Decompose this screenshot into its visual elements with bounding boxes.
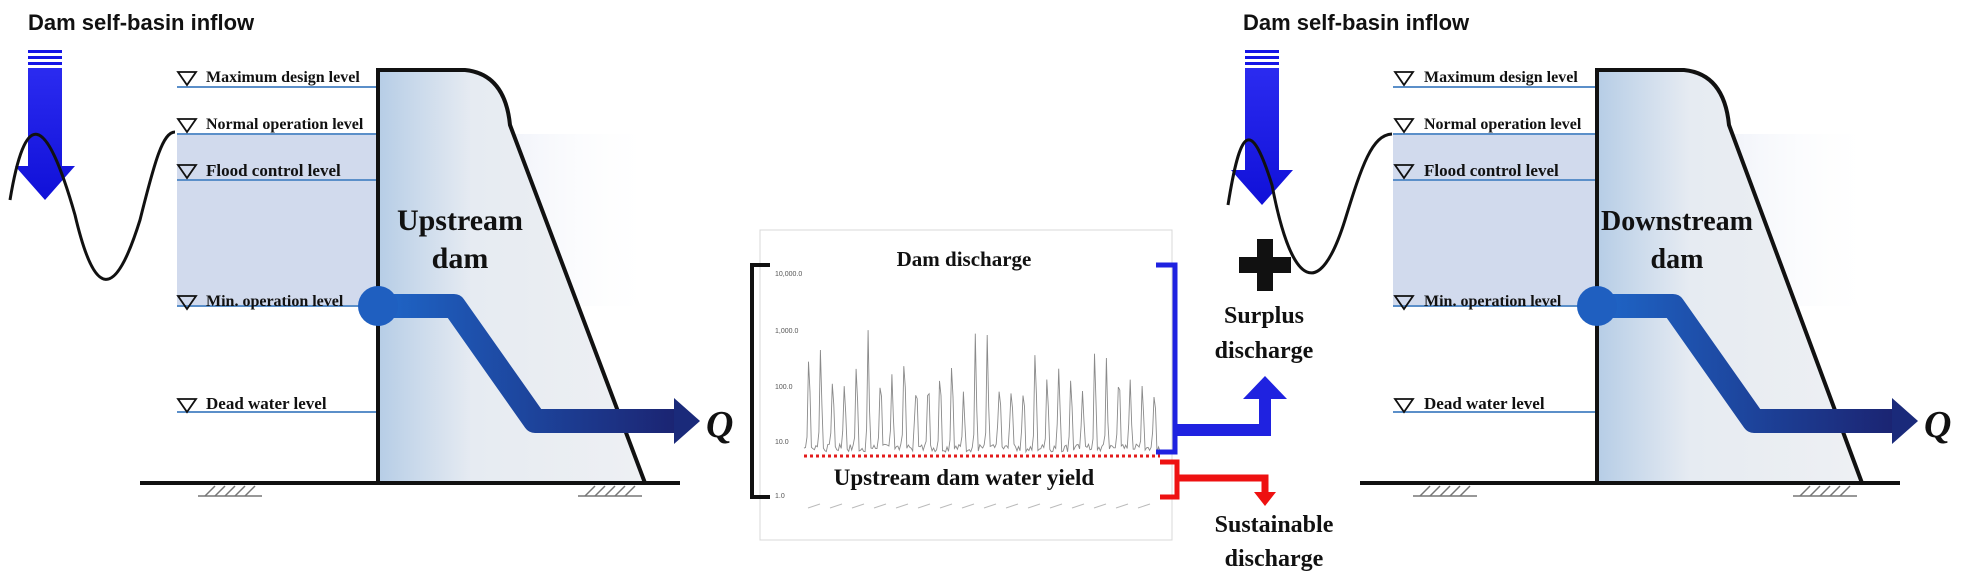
- x-tick-mark: [851, 503, 865, 509]
- sustainable-arrow-icon: [1254, 492, 1276, 506]
- downstream-dam-body: [1595, 68, 1865, 485]
- discharge-series-line: [803, 330, 1161, 454]
- x-tick-mark: [1027, 503, 1041, 509]
- level-markers-downstream: [1393, 71, 1415, 414]
- sustainable-flow: Sustainable discharge: [1160, 459, 1334, 572]
- x-tick-mark: [895, 503, 909, 509]
- outflow-q-label: Q: [706, 404, 733, 446]
- upstream-dam-label-line2: dam: [432, 242, 489, 275]
- triangle-marker-icon: [1393, 71, 1415, 87]
- x-tick-mark: [873, 503, 887, 509]
- outflow-q-label-downstream: Q: [1924, 404, 1951, 446]
- level-label-max-design-downstream: Maximum design level: [1424, 69, 1578, 86]
- surplus-label-line2: discharge: [1215, 338, 1314, 364]
- discharge-chart: Dam discharge 10,000.0 1,000.0 100.0 10.…: [750, 229, 1173, 541]
- outflow-arrowhead-icon: [674, 398, 700, 444]
- downstream-dam-label-line1: Downstream: [1601, 206, 1753, 237]
- level-label-normal-operation: Normal operation level: [206, 116, 364, 133]
- sustainable-label-line2: discharge: [1225, 546, 1324, 572]
- x-tick-mark: [939, 503, 953, 509]
- sustainable-arrow-line: [1177, 474, 1269, 494]
- x-tick-mark: [983, 503, 997, 509]
- outlet-pipe: [378, 294, 676, 433]
- level-label-min-operation: Min. operation level: [206, 293, 344, 310]
- triangle-marker-icon: [176, 118, 198, 134]
- upstream-dam-panel: Dam self-basin inflow Maximum design lev…: [8, 10, 733, 497]
- x-tick-mark: [1005, 503, 1019, 509]
- intake-icon: [358, 286, 398, 326]
- upstream-dam-label-line1: Upstream: [397, 204, 523, 237]
- surplus-label-line1: Surplus: [1224, 303, 1304, 329]
- surplus-flow: Surplus discharge: [1156, 262, 1314, 455]
- outflow-arrowhead-downstream-icon: [1892, 398, 1918, 444]
- x-tick-mark: [917, 503, 931, 509]
- y-tick-label: 10.0: [775, 439, 789, 446]
- y-tick-label: 1.0: [775, 493, 785, 500]
- x-tick-mark: [1137, 503, 1151, 509]
- water-yield-label: Upstream dam water yield: [834, 465, 1095, 490]
- x-tick-mark: [829, 503, 843, 509]
- ground-hatch-left-downstream: [1413, 485, 1477, 497]
- triangle-marker-icon: [176, 295, 198, 311]
- plus-icon: [1239, 239, 1291, 291]
- inflow-label: Dam self-basin inflow: [28, 10, 255, 35]
- level-markers: [176, 71, 198, 414]
- chart-title: Dam discharge: [897, 247, 1032, 271]
- ground-hatch-right: [578, 485, 642, 497]
- chart-frame: [759, 229, 1173, 541]
- surplus-bracket: [1156, 262, 1178, 455]
- level-label-max-design: Maximum design level: [206, 69, 360, 86]
- surplus-arrow-icon: [1243, 376, 1287, 399]
- outlet-pipe-downstream: [1597, 294, 1894, 433]
- downstream-dam-panel: Dam self-basin inflow Maximum design l: [1226, 10, 1951, 497]
- total-range-bracket: [750, 263, 770, 499]
- triangle-marker-icon: [1393, 398, 1415, 414]
- inflow-arrow-icon: [15, 50, 75, 200]
- level-label-normal-operation-downstream: Normal operation level: [1424, 116, 1582, 133]
- triangle-marker-icon: [176, 71, 198, 87]
- triangle-marker-icon: [1393, 118, 1415, 134]
- downstream-dam-label-line2: dam: [1651, 244, 1704, 275]
- inflow-label-downstream: Dam self-basin inflow: [1243, 10, 1470, 35]
- level-label-dead-water-downstream: Dead water level: [1424, 394, 1545, 413]
- y-tick-label: 1,000.0: [775, 328, 798, 335]
- level-label-flood-control-downstream: Flood control level: [1424, 161, 1559, 180]
- level-label-dead-water: Dead water level: [206, 394, 327, 413]
- x-tick-mark: [1071, 503, 1085, 509]
- triangle-marker-icon: [1393, 295, 1415, 311]
- surplus-arrow-line: [1175, 397, 1271, 436]
- y-axis-ticks: 10,000.0 1,000.0 100.0 10.0 1.0: [775, 271, 802, 500]
- reservoir-water: [177, 134, 377, 306]
- ground-hatch-left: [198, 485, 262, 497]
- level-label-min-operation-downstream: Min. operation level: [1424, 293, 1562, 310]
- triangle-marker-icon: [176, 164, 198, 180]
- intake-downstream-icon: [1577, 286, 1617, 326]
- inflow-arrow-downstream-icon: [1231, 50, 1293, 205]
- x-axis-ticks: [807, 503, 1151, 509]
- y-tick-label: 10,000.0: [775, 271, 802, 278]
- terrain-profile: [8, 130, 176, 281]
- level-label-flood-control: Flood control level: [206, 161, 341, 180]
- triangle-marker-icon: [1393, 164, 1415, 180]
- terrain-profile-downstream: [1226, 132, 1393, 275]
- upstream-dam-body: [376, 68, 648, 485]
- sustainable-label-line1: Sustainable: [1215, 512, 1334, 538]
- x-tick-mark: [807, 503, 821, 509]
- x-tick-mark: [1115, 503, 1129, 509]
- x-tick-mark: [961, 503, 975, 509]
- y-tick-label: 100.0: [775, 384, 793, 391]
- ground-hatch-right-downstream: [1793, 485, 1857, 497]
- x-tick-mark: [1093, 503, 1107, 509]
- reservoir-water-downstream: [1393, 134, 1597, 306]
- x-tick-mark: [1049, 503, 1063, 509]
- triangle-marker-icon: [176, 398, 198, 414]
